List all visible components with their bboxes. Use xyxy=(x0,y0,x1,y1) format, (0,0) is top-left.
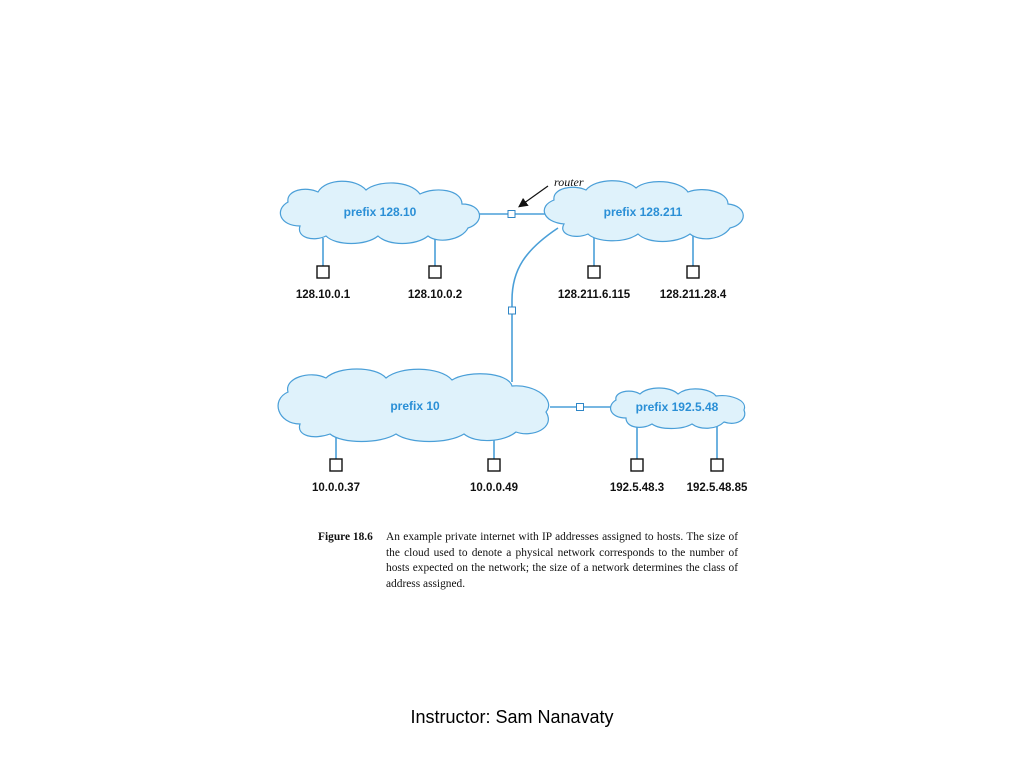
routers xyxy=(507,210,584,411)
host-icon xyxy=(630,458,644,472)
host-address: 128.211.28.4 xyxy=(660,289,727,301)
host-address: 128.211.6.115 xyxy=(558,289,631,301)
network-label: prefix 192.5.48 xyxy=(636,400,719,414)
host-address: 128.10.0.2 xyxy=(408,289,462,301)
arrow-icon xyxy=(518,185,549,208)
instructor-footer: Instructor: Sam Nanavaty xyxy=(410,707,614,727)
network-label: prefix 10 xyxy=(390,399,440,413)
cloud-network-192-5-48: prefix 192.5.48 xyxy=(609,387,746,430)
figure-caption: Figure 18.6 An example private internet … xyxy=(318,530,738,592)
host-address: 10.0.0.37 xyxy=(312,482,360,494)
hosts: 128.10.0.1 128.10.0.2 128.211.6.115 128.… xyxy=(296,265,748,494)
host-icon xyxy=(710,458,724,472)
host-icon xyxy=(686,265,700,279)
router-icon xyxy=(508,306,516,315)
network-label: prefix 128.211 xyxy=(604,205,683,219)
host-icon xyxy=(316,265,330,279)
cloud-network-10: prefix 10 xyxy=(277,368,550,443)
router-label: router xyxy=(554,175,584,189)
cloud-network-128-10: prefix 128.10 xyxy=(279,180,480,245)
host-icon xyxy=(329,458,343,472)
router-icon xyxy=(576,403,584,411)
network-diagram: prefix 128.10 prefix 128.211 prefix 10 p… xyxy=(277,175,748,494)
host-address: 128.10.0.1 xyxy=(296,289,351,301)
host-icon xyxy=(428,265,442,279)
cloud-network-128-211: prefix 128.211 xyxy=(543,180,744,243)
host-address: 192.5.48.3 xyxy=(610,482,664,494)
host-address: 10.0.0.49 xyxy=(470,482,518,494)
figure-caption-text: An example private internet with IP addr… xyxy=(386,531,738,590)
host-icon xyxy=(587,265,601,279)
host-icon xyxy=(487,458,501,472)
link-n2-n3 xyxy=(511,227,559,382)
router-annotation: router xyxy=(518,175,584,208)
network-label: prefix 128.10 xyxy=(344,205,417,219)
figure-number: Figure 18.6 xyxy=(318,531,373,543)
host-address: 192.5.48.85 xyxy=(687,482,748,494)
router-icon xyxy=(507,210,516,218)
